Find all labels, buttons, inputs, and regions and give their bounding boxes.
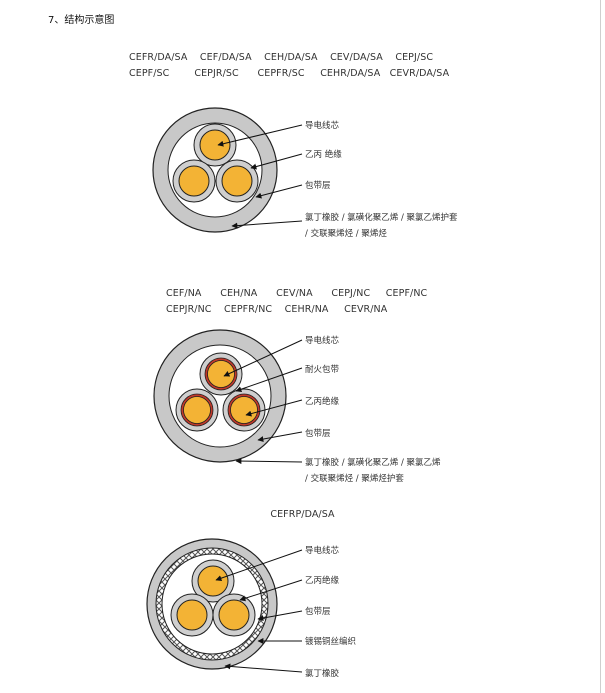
diagram1-core-right <box>221 165 253 197</box>
diagram1-label-insulation: 乙丙 绝缘 <box>305 149 342 160</box>
diagram1-label-conductor: 导电线芯 <box>305 120 340 131</box>
diagram1-leader-tape <box>255 184 303 199</box>
diagram3-leader-sheath <box>224 663 303 673</box>
diagram1-label-tape: 包带层 <box>305 180 331 191</box>
diagram1-core-left <box>178 165 210 197</box>
diagram2-leader-insulation <box>245 399 303 417</box>
diagram3-leader-tape <box>257 610 303 621</box>
diagram1-models-row2: CEPF/SC CEPJR/SC CEPFR/SC CEHR/DA/SA CEV… <box>129 68 450 79</box>
diagram1-core-top <box>199 129 231 161</box>
diagram3-cable <box>146 538 278 670</box>
diagram2-core-top <box>207 360 235 388</box>
diagram3-core-left <box>176 599 208 631</box>
diagram3-label-sheath: 氯丁橡胶 <box>305 668 340 679</box>
diagram2-label-sheath-cont: / 交联聚烯烃 / 聚烯烃护套 <box>305 473 404 484</box>
diagram2-cable <box>153 329 287 463</box>
diagram2-core-right <box>230 396 258 424</box>
diagram1-leader-sheath <box>231 220 303 229</box>
diagram2-label-conductor: 导电线芯 <box>305 335 340 346</box>
diagram1-leader-conductor <box>217 124 303 147</box>
diagram2-label-insulation: 乙丙绝缘 <box>305 396 340 407</box>
diagram3-label-tape: 包带层 <box>305 606 331 617</box>
diagram3-label-insulation: 乙丙绝缘 <box>305 575 340 586</box>
diagram3-label-braid: 镀锡铜丝编织 <box>305 636 356 647</box>
diagram1-cable <box>152 107 278 233</box>
diagram3-label-conductor: 导电线芯 <box>305 545 340 556</box>
diagram3-leader-insulation <box>239 579 303 602</box>
diagram1-models-row1: CEFR/DA/SA CEF/DA/SA CEH/DA/SA CEV/DA/SA… <box>129 52 434 63</box>
diagram2-leaders <box>223 339 303 465</box>
diagram3-leader-conductor <box>215 549 303 582</box>
diagram2-label-fire-tape: 耐火包带 <box>305 364 340 375</box>
diagram2-models-row2: CEPJR/NC CEPFR/NC CEHR/NA CEVR/NA <box>166 304 388 315</box>
diagram3-leaders <box>215 549 303 673</box>
diagram2-label-tape: 包带层 <box>305 428 331 439</box>
diagram2-label-sheath: 氯丁橡胶 / 氯磺化聚乙烯 / 聚氯乙烯 <box>305 457 441 468</box>
diagram2-models-row1: CEF/NA CEH/NA CEV/NA CEPJ/NC CEPF/NC <box>166 288 428 299</box>
diagram1-label-sheath: 氯丁橡胶 / 氯磺化聚乙烯 / 聚氯乙烯护套 <box>305 212 458 223</box>
diagram2-leader-fire-tape <box>235 367 303 393</box>
diagram1-label-sheath-cont: / 交联聚烯烃 / 聚烯烃 <box>305 228 387 239</box>
diagram2-leader-tape <box>257 431 303 442</box>
diagram2-core-left <box>183 396 211 424</box>
diagram2-leader-sheath <box>235 458 303 465</box>
section-title: 7、结构示意图 <box>48 15 115 26</box>
diagram1-leader-insulation <box>250 153 303 170</box>
diagram3-title: CEFRP/DA/SA <box>270 509 335 520</box>
diagram3-core-top <box>197 565 229 597</box>
diagram3-core-right <box>218 599 250 631</box>
page-border-line <box>600 0 601 693</box>
diagram1-leaders <box>217 124 303 229</box>
diagram2-leader-conductor <box>223 339 303 377</box>
